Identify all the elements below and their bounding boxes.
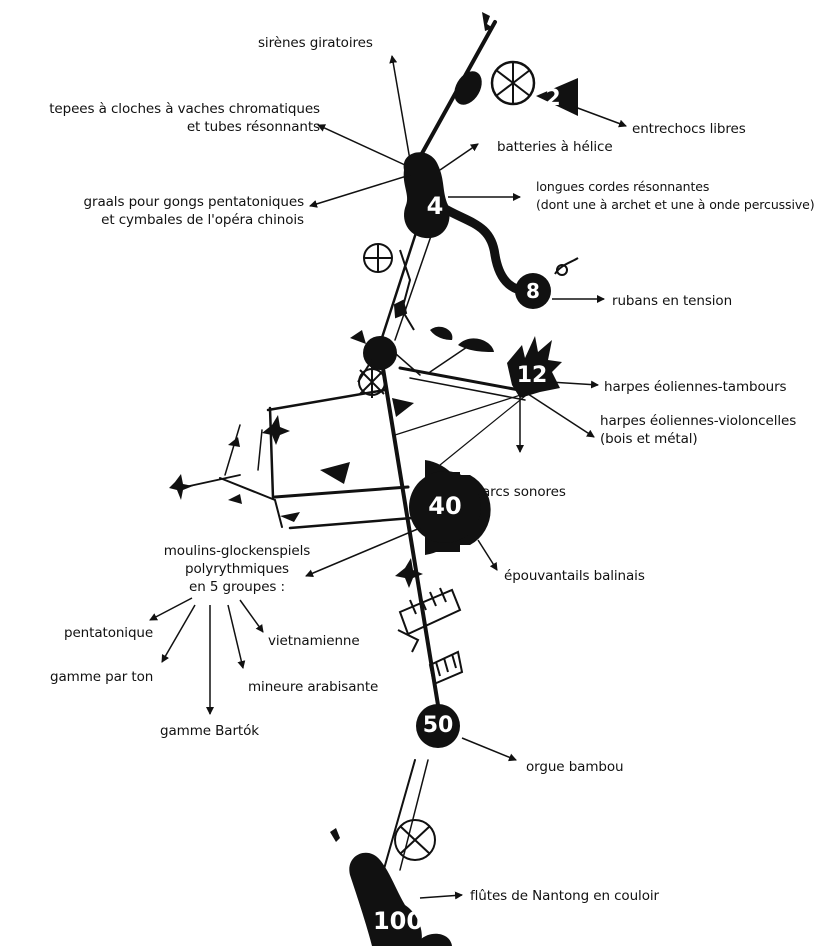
label-cordes-line1: longues cordes résonnantes — [536, 179, 710, 194]
label-rubans: rubans en tension — [612, 293, 733, 309]
label-entrechocs: entrechocs libres — [632, 121, 746, 137]
label-harpes-violoncelles-line1: harpes éoliennes-violoncelles — [600, 413, 797, 429]
label-arrows — [149, 55, 627, 900]
label-harpes-tambours: harpes éoliennes-tambours — [604, 379, 787, 395]
label-epouvantails: épouvantails balinais — [504, 568, 645, 584]
label-flutes: flûtes de Nantong en couloir — [470, 888, 659, 904]
label-gamme-par-ton: gamme par ton — [50, 669, 154, 685]
label-graals-line2: et cymbales de l'opéra chinois — [101, 212, 304, 228]
label-moulins-line1: moulins-glockenspiels — [163, 543, 311, 559]
marker-100: 100 — [372, 907, 424, 935]
label-cordes-line2: (dont une à archet et une à onde percuss… — [536, 197, 815, 212]
label-gamme-bartok: gamme Bartók — [160, 723, 259, 739]
marker-50: 50 — [422, 713, 454, 738]
label-orgue-bambou: orgue bambou — [526, 759, 624, 775]
label-sirenes: sirènes giratoires — [258, 35, 373, 51]
marker-8: 8 — [526, 279, 540, 303]
label-moulins: moulins-glockenspiels polyrythmiques en … — [142, 542, 332, 596]
marker-40: 40 — [428, 492, 462, 520]
marker-12: 12 — [516, 363, 548, 388]
label-batteries: batteries à hélice — [497, 139, 613, 155]
marker-4: 4 — [426, 192, 444, 220]
label-tepees: tepees à cloches à vaches chromatiques e… — [6, 100, 320, 136]
label-mineure-arabisante: mineure arabisante — [248, 679, 379, 695]
drum-icon — [397, 587, 464, 686]
label-harpes-violoncelles-line2: (bois et métal) — [600, 431, 698, 447]
label-pentatonique: pentatonique — [64, 625, 154, 641]
label-moulins-line2: polyrythmiques — [185, 561, 289, 577]
label-arcs: arcs sonores — [482, 484, 566, 500]
label-tepees-line2: et tubes résonnants — [186, 119, 320, 135]
label-graals: graals pour gongs pentatoniques et cymba… — [6, 193, 305, 229]
windmill-icon — [169, 415, 423, 588]
propeller-icon — [358, 243, 436, 861]
label-moulins-line3: en 5 groupes : — [188, 579, 286, 595]
main-spine — [184, 20, 533, 891]
label-vietnamienne: vietnamienne — [268, 633, 360, 649]
label-harpes-violoncelles: harpes éoliennes-violoncelles (bois et m… — [600, 412, 796, 448]
label-graals-line1: graals pour gongs pentatoniques — [83, 194, 305, 210]
marker-2: 2 — [545, 86, 561, 111]
label-cordes: longues cordes résonnantes (dont une à a… — [536, 178, 815, 214]
sculpture-elements — [228, 12, 579, 946]
label-tepees-line1: tepees à cloches à vaches chromatiques — [49, 101, 320, 117]
